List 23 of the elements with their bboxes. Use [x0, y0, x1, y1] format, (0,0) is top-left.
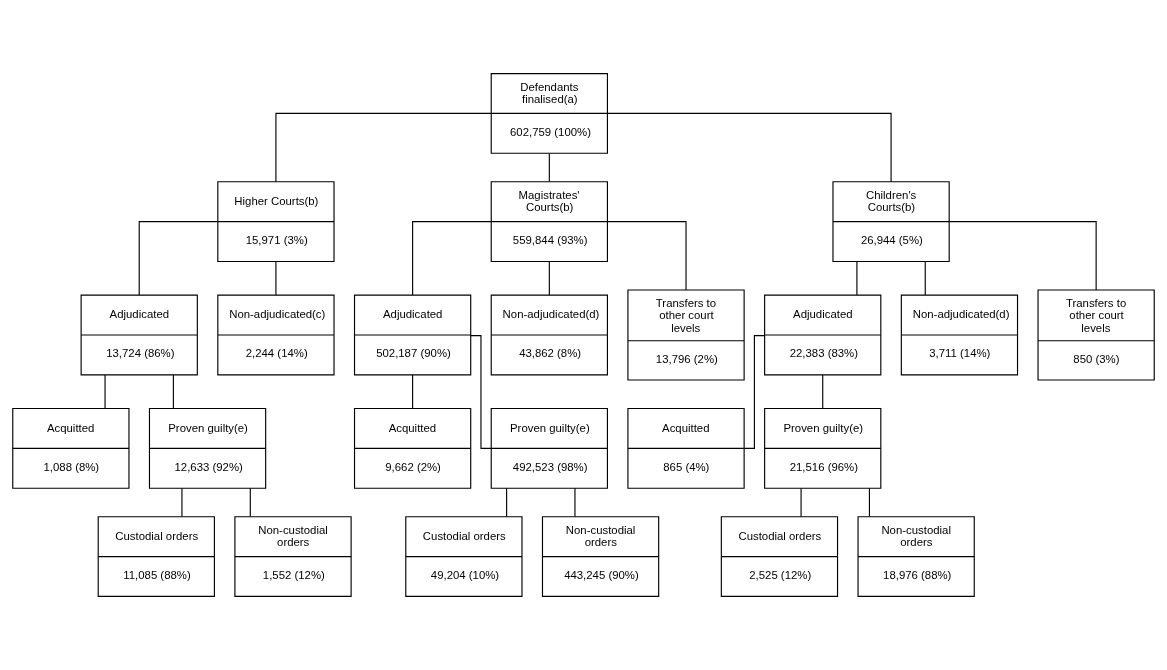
connector	[104, 374, 106, 409]
connector	[822, 374, 824, 409]
connector	[800, 487, 802, 517]
connector	[506, 487, 508, 517]
connector	[172, 374, 174, 409]
connector	[412, 221, 492, 296]
connector	[181, 487, 183, 517]
connector	[948, 221, 1097, 291]
connector	[743, 335, 766, 449]
connector	[548, 261, 550, 296]
connector	[607, 221, 687, 291]
connector	[856, 261, 858, 296]
connector	[249, 487, 251, 517]
connector	[548, 152, 550, 183]
connector	[275, 261, 277, 296]
connector	[868, 487, 870, 517]
connector	[470, 335, 492, 449]
connector	[924, 261, 926, 296]
connector	[607, 112, 892, 183]
connector	[138, 221, 219, 296]
connector	[275, 112, 492, 183]
connector	[412, 374, 414, 409]
connector	[574, 487, 576, 517]
